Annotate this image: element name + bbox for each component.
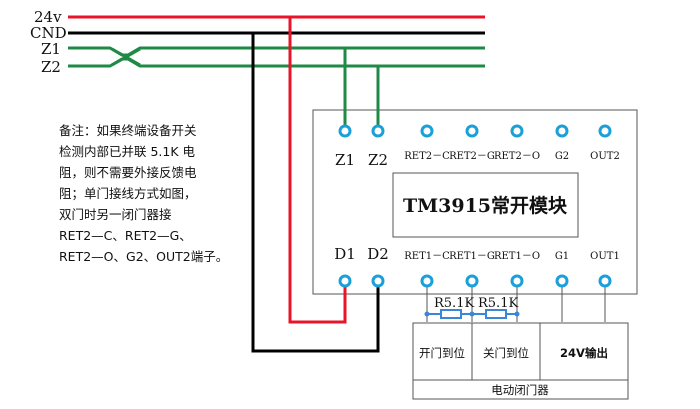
bottom-terminal-label: G1 — [555, 251, 569, 262]
top-terminal-label: RET2－G — [449, 151, 495, 162]
wire-24v-d1 — [288, 17, 347, 324]
bottom-terminal-label: OUT1 — [590, 251, 620, 262]
note-text: 备注：如果终端设备开关 检测内部已并联 5.1K 电 阻，则不需要外接反馈电 阻… — [59, 120, 244, 267]
door-closer-box — [412, 322, 629, 400]
note-line: 备注：如果终端设备开关 — [59, 123, 197, 138]
rail-label-z1: Z1 — [41, 40, 61, 58]
bottom-terminal-2 — [420, 274, 434, 288]
top-terminal-label: RET2－O — [494, 151, 540, 162]
rail-label-z2: Z2 — [41, 58, 61, 76]
top-terminal-3 — [465, 124, 479, 138]
note-line: RET2—O、G2、OUT2端子。 — [59, 249, 229, 264]
top-terminal-4 — [510, 124, 524, 138]
cell-closed: 关门到位 — [483, 346, 529, 360]
bottom-terminal-3 — [465, 274, 479, 288]
top-terminal-1 — [371, 124, 385, 138]
top-terminal-label: Z1 — [335, 151, 355, 169]
rail-label-24v: 24v — [34, 8, 62, 26]
door-closer-label: 电动闭门器 — [491, 383, 549, 397]
note-line: 阻，则不需要外接反馈电 — [59, 165, 197, 180]
module-title: TM3915常开模块 — [403, 194, 568, 217]
resistor-2-label: R5.1K — [478, 296, 518, 311]
top-terminal-label: OUT2 — [590, 151, 620, 162]
bottom-terminal-0 — [338, 274, 352, 288]
wire-cnd-d2 — [251, 33, 380, 353]
bottom-terminal-label: D1 — [334, 245, 356, 263]
bottom-terminal-label: RET1－O — [494, 251, 540, 262]
note-line: 双门时另一闭门器接 — [59, 207, 172, 222]
top-terminal-6 — [598, 124, 612, 138]
top-terminal-2 — [420, 124, 434, 138]
top-terminal-5 — [555, 124, 569, 138]
door-closer: 开门到位 关门到位 24V输出 电动闭门器 — [412, 322, 629, 400]
resistor-1-label: R5.1K — [434, 296, 474, 311]
note-line: 阻；单门接线方式如图， — [59, 186, 197, 201]
top-terminal-0 — [338, 124, 352, 138]
top-terminal-label: Z2 — [368, 151, 388, 169]
cell-24v-output: 24V输出 — [560, 346, 608, 360]
note-line: RET2—C、RET2—G、 — [59, 228, 192, 243]
bottom-terminal-label: RET1－C — [404, 251, 450, 262]
rail-label-cnd: CND — [30, 24, 67, 42]
bottom-terminal-6 — [598, 274, 612, 288]
note-line: 检测内部已并联 5.1K 电 — [59, 144, 196, 159]
bottom-terminal-1 — [371, 274, 385, 288]
rail-labels: 24v CND Z1 Z2 — [30, 8, 67, 76]
resistors: R5.1K R5.1K — [424, 296, 520, 319]
top-terminal-label: RET2－C — [404, 151, 450, 162]
resistor-2 — [485, 309, 507, 319]
bottom-terminal-5 — [555, 274, 569, 288]
bottom-terminal-label: RET1－G — [449, 251, 495, 262]
module-title-box — [392, 172, 579, 238]
bottom-terminal-label: D2 — [367, 245, 389, 263]
cell-open: 开门到位 — [419, 346, 465, 360]
resistor-1 — [440, 309, 462, 319]
bottom-terminal-4 — [510, 274, 524, 288]
top-terminal-label: G2 — [555, 151, 569, 162]
power-rails — [68, 15, 485, 68]
